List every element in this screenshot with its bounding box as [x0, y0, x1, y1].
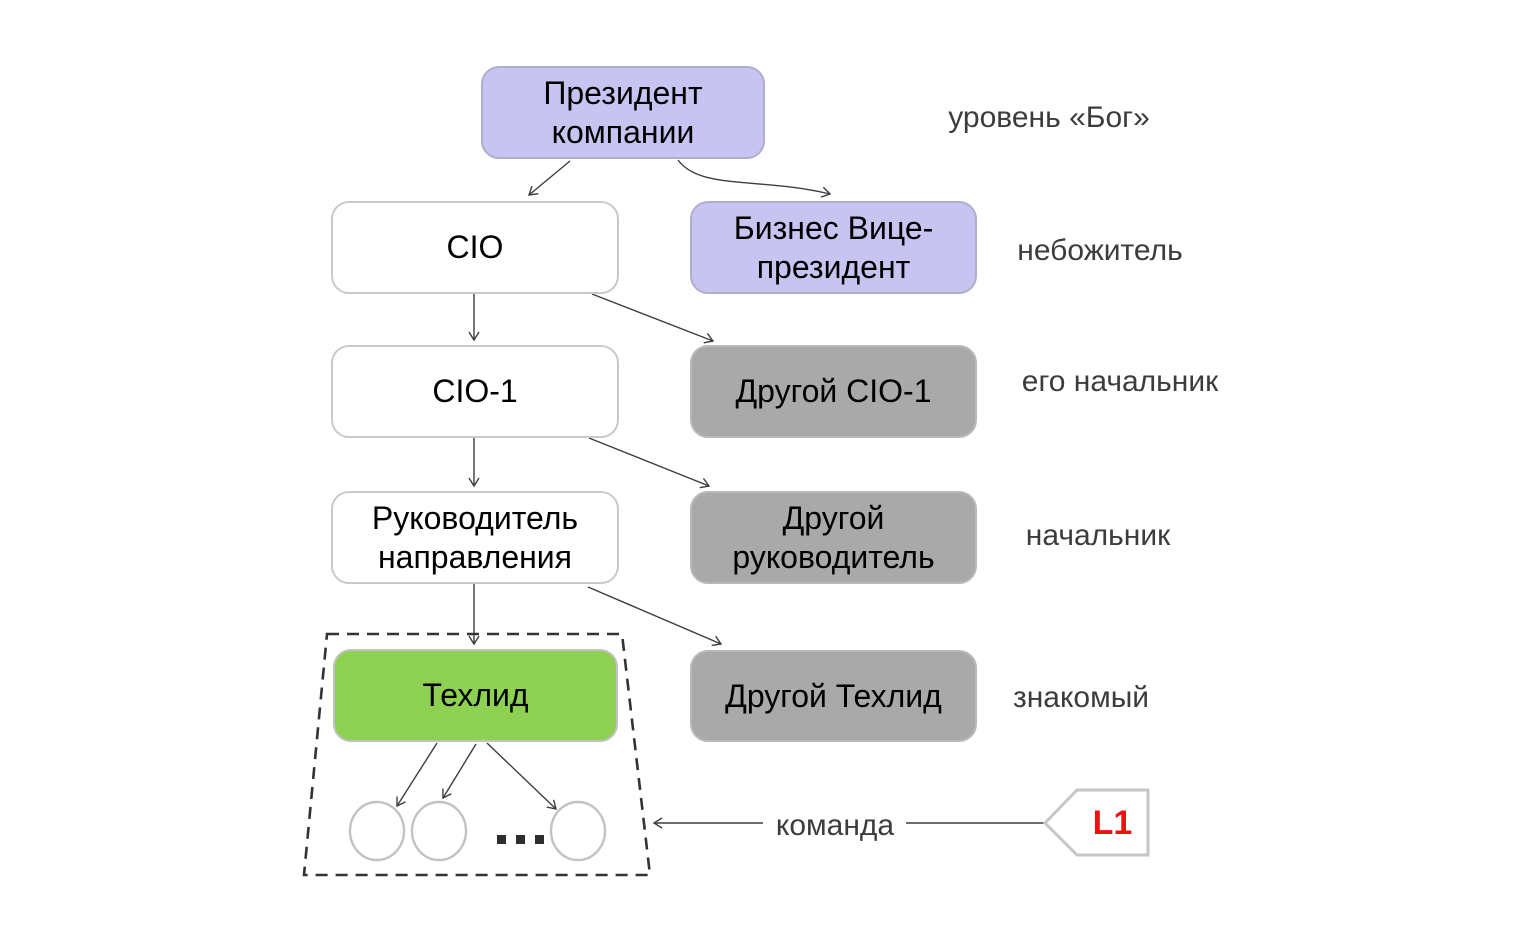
org-box-president: Президент компании: [481, 66, 765, 159]
arrow-techlead-to-member-1: [396, 742, 438, 808]
team-member-circle: [410, 800, 468, 862]
org-box-other-cio-1: Другой CIO-1: [690, 345, 977, 438]
arrow-direction-head-to-other-techlead: [587, 586, 723, 647]
level-tag-text: L1: [1092, 803, 1133, 842]
org-box-cio-1: CIO-1: [331, 345, 619, 438]
annotation-celestial: небожитель: [1017, 234, 1183, 267]
annotation-boss: начальник: [1025, 519, 1171, 552]
arrow-president-to-business-vp: [677, 159, 832, 198]
org-box-business-vp: Бизнес Вице- президент: [690, 201, 977, 294]
ellipsis-dots: [497, 835, 544, 844]
annotation-acquaintance: знакомый: [1012, 681, 1150, 714]
annotation-god-level: уровень «Бог»: [948, 101, 1150, 134]
org-box-other-head: Другой руководитель: [690, 491, 977, 584]
annotation-his-boss: его начальник: [1021, 365, 1219, 398]
org-box-other-techlead: Другой Техлид: [690, 650, 977, 742]
arrow-president-to-cio: [527, 160, 571, 196]
org-box-direction-head: Руководитель направления: [331, 491, 619, 584]
arrow-techlead-to-member-3: [486, 742, 557, 810]
org-box-techlead: Техлид: [333, 649, 618, 742]
arrow-cio-to-other-cio-1: [591, 293, 715, 344]
team-boundary: [302, 632, 652, 877]
team-member-circle: [549, 800, 607, 862]
team-member-circle: [348, 800, 406, 862]
arrow-techlead-to-member-2: [442, 743, 477, 800]
arrow-cio-1-to-other-head: [588, 437, 711, 489]
level-tag-shape: [1042, 788, 1150, 857]
team-label: команда: [775, 809, 895, 842]
org-box-cio: CIO: [331, 201, 619, 294]
